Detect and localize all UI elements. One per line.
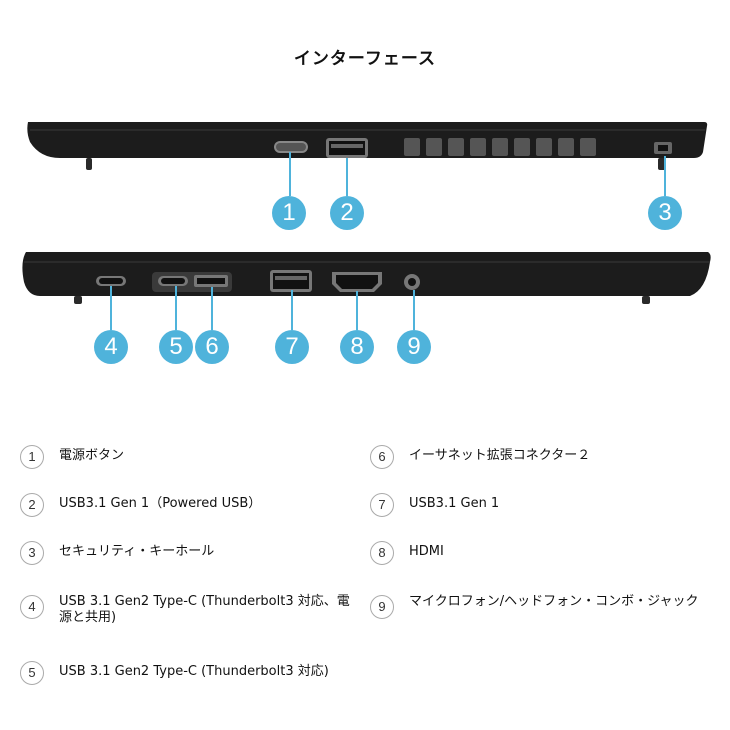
port-number: 4: [20, 595, 44, 619]
laptop-right-side: [27, 122, 708, 196]
callout-5: 5: [159, 330, 193, 364]
port-number: 7: [370, 493, 394, 517]
callout-3: 3: [648, 196, 682, 230]
port-number: 8: [370, 541, 394, 565]
laptop-side-views: [22, 122, 711, 330]
port-item-7: 7 USB3.1 Gen 1: [370, 493, 700, 517]
port-label: USB 3.1 Gen2 Type-C (Thunderbolt3 対応): [59, 664, 329, 679]
callout-4: 4: [94, 330, 128, 364]
port-label: USB3.1 Gen 1（Powered USB）: [59, 496, 262, 511]
port-item-3: 3 セキュリティ・キーホール: [20, 541, 340, 565]
page-title: インターフェース: [293, 49, 437, 69]
port-item-5: 5 USB 3.1 Gen2 Type-C (Thunderbolt3 対応): [20, 661, 350, 685]
port-number: 5: [20, 661, 44, 685]
port-label: USB 3.1 Gen2 Type-C (Thunderbolt3 対応、電源と…: [59, 594, 350, 625]
port-item-1: 1 電源ボタン: [20, 445, 340, 469]
port-item-6: 6 イーサネット拡張コネクター２: [370, 445, 700, 469]
callout-1: 1: [272, 196, 306, 230]
laptop-left-side: [22, 252, 711, 330]
port-label: セキュリティ・キーホール: [59, 544, 215, 559]
port-number: 2: [20, 493, 44, 517]
callout-8: 8: [340, 330, 374, 364]
port-label: マイクロフォン/ヘッドフォン・コンボ・ジャック: [409, 594, 699, 609]
port-item-2: 2 USB3.1 Gen 1（Powered USB）: [20, 493, 340, 517]
port-item-8: 8 HDMI: [370, 541, 700, 565]
port-number: 1: [20, 445, 44, 469]
port-item-4: 4 USB 3.1 Gen2 Type-C (Thunderbolt3 対応、電…: [20, 591, 350, 626]
callout-9: 9: [397, 330, 431, 364]
port-label: USB3.1 Gen 1: [409, 496, 500, 511]
callout-6: 6: [195, 330, 229, 364]
port-label: HDMI: [409, 544, 444, 559]
port-number: 3: [20, 541, 44, 565]
callout-7: 7: [275, 330, 309, 364]
callout-2: 2: [330, 196, 364, 230]
port-number: 6: [370, 445, 394, 469]
port-label: イーサネット拡張コネクター２: [409, 448, 591, 463]
port-item-9: 9 マイクロフォン/ヘッドフォン・コンボ・ジャック: [370, 591, 700, 619]
port-label: 電源ボタン: [59, 448, 125, 463]
port-number: 9: [370, 595, 394, 619]
